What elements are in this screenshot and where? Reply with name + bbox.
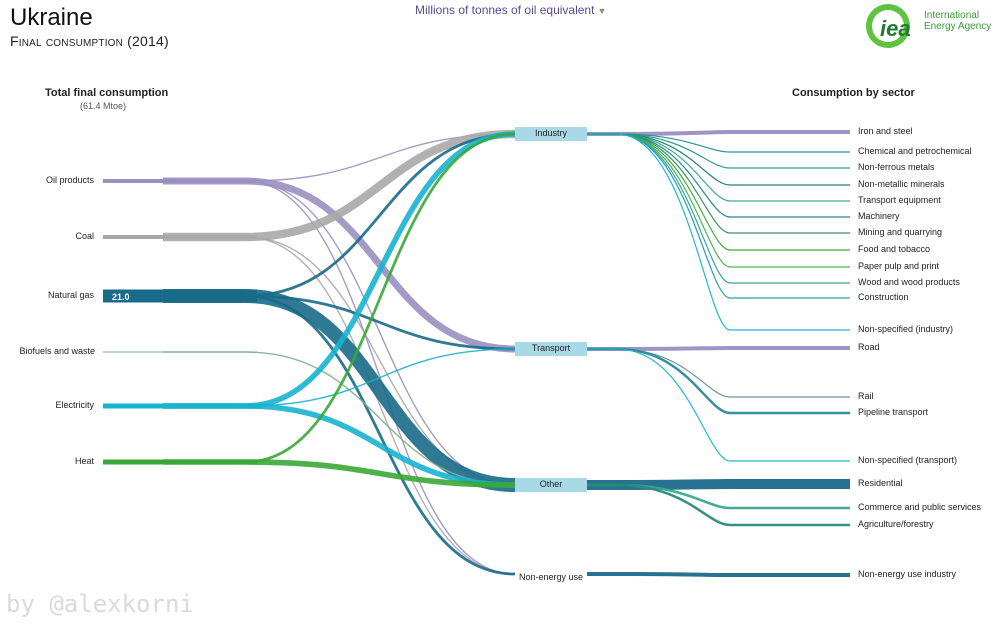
logo-line2: Energy Agency [924,21,992,32]
flow-transport-to-rail[interactable] [587,348,850,398]
flow-transport-to-non-specified-transport[interactable] [587,348,850,462]
page-title: Ukraine [10,4,93,31]
flow-electricity-to-industry[interactable] [163,131,516,409]
page-subtitle: Final consumption (2014) [10,33,169,49]
flow-non-energy-use-to-non-energy-use-industry[interactable] [587,572,850,577]
logo-text: International Energy Agency [924,10,991,32]
source-bar-electricity[interactable] [103,403,257,409]
sector-node-industry[interactable] [515,127,587,141]
subsector-label-non-specified-transport[interactable]: Non-specified (transport) [858,455,958,465]
right-heading: Consumption by sector [792,87,915,99]
subsector-label-commerce-and-public-services[interactable]: Commerce and public services [858,502,982,512]
left-heading-total: (61.4 Mtoe) [80,101,127,111]
logo-mark: iea [880,16,911,41]
subsector-label-food-and-tobacco[interactable]: Food and tobacco [858,244,931,254]
flow-other-to-agriculture-forestry[interactable] [587,483,850,527]
flow-heat-to-industry[interactable] [163,132,516,464]
flow-industry-to-non-metallic-minerals[interactable] [587,133,850,186]
left-heading: Total final consumption [45,87,169,99]
natural-gas-value-label: 21.0 [112,292,130,302]
subsector-label-residential[interactable]: Residential [858,478,903,488]
subsector-label-non-ferrous-metals[interactable]: Non-ferrous metals [858,162,935,172]
source-bar-coal[interactable] [103,235,257,239]
subsector-label-agriculture-forestry[interactable]: Agriculture/forestry [858,519,934,529]
source-label-coal: Coal [75,231,94,241]
source-label-natural-gas: Natural gas [47,290,94,300]
subsector-label-machinery[interactable]: Machinery [858,211,900,221]
flow-industry-to-wood-and-wood-products[interactable] [587,133,850,284]
logo-line1: International [924,10,980,21]
sector-node-non-energy-use[interactable] [515,567,587,581]
flow-electricity-to-other[interactable] [163,403,516,488]
source-bar-heat[interactable] [103,459,257,465]
watermark: by @alexkorni [6,590,194,618]
unit-selector-label: Millions of tonnes of oil equivalent [415,3,595,17]
source-label-heat: Heat [74,456,94,466]
chevron-down-icon: ▼ [597,6,607,16]
flow-natural-gas-to-non-energy-use[interactable] [163,294,516,576]
source-label-biofuels-and-waste: Biofuels and waste [19,346,95,356]
subsector-label-mining-and-quarrying[interactable]: Mining and quarrying [858,227,943,237]
flow-industry-to-machinery[interactable] [587,133,850,218]
sector-label-other: Other [539,479,563,489]
subsector-label-chemical-and-petrochemical[interactable]: Chemical and petrochemical [858,146,972,156]
sector-label-transport: Transport [531,343,571,353]
subsector-label-wood-and-wood-products[interactable]: Wood and wood products [858,277,960,287]
source-bar-oil-products[interactable] [103,179,257,183]
flow-oil-products-to-transport[interactable] [163,177,516,353]
flow-heat-to-other[interactable] [163,459,516,488]
sector-label-non-energy-use: Non-energy use [518,572,584,582]
flow-industry-to-chemical-and-petrochemical[interactable] [587,133,850,153]
sector-node-other[interactable] [515,478,587,492]
source-bar-biofuels-and-waste[interactable] [103,351,257,353]
flow-industry-to-mining-and-quarrying[interactable] [587,133,850,234]
subsector-label-road[interactable]: Road [858,342,880,352]
subsector-label-pipeline-transport[interactable]: Pipeline transport [858,407,929,417]
source-bar-natural-gas[interactable] [103,289,257,303]
subsector-label-non-metallic-minerals[interactable]: Non-metallic minerals [858,179,945,189]
flow-biofuels-and-waste-to-other[interactable] [163,351,516,486]
flow-coal-to-industry[interactable] [163,129,516,242]
subsector-label-paper-pulp-and-print[interactable]: Paper pulp and print [858,261,940,271]
flow-transport-to-pipeline-transport[interactable] [587,347,850,415]
flow-electricity-to-transport[interactable] [163,348,516,407]
flow-natural-gas-to-industry[interactable] [163,132,516,298]
sector-label-industry: Industry [534,128,567,138]
source-label-electricity: Electricity [55,400,94,410]
subsector-label-rail[interactable]: Rail [858,391,874,401]
flow-oil-products-to-non-energy-use[interactable] [163,180,516,575]
iea-logo: iea International Energy Agency [866,4,996,48]
subsector-label-transport-equipment[interactable]: Transport equipment [858,195,941,205]
source-label-oil-products: Oil products [45,175,94,185]
sector-node-transport[interactable] [515,342,587,356]
subsector-label-non-specified-industry[interactable]: Non-specified (industry) [858,324,954,334]
subsector-label-non-energy-use-industry[interactable]: Non-energy use industry [858,569,957,579]
flow-industry-to-non-specified-industry[interactable] [587,133,850,331]
flow-industry-to-construction[interactable] [587,133,850,299]
flow-natural-gas-to-other[interactable] [163,289,516,492]
subsector-label-iron-and-steel[interactable]: Iron and steel [858,126,913,136]
unit-selector[interactable]: Millions of tonnes of oil equivalent▼ [415,3,606,17]
subsector-label-construction[interactable]: Construction [858,292,909,302]
